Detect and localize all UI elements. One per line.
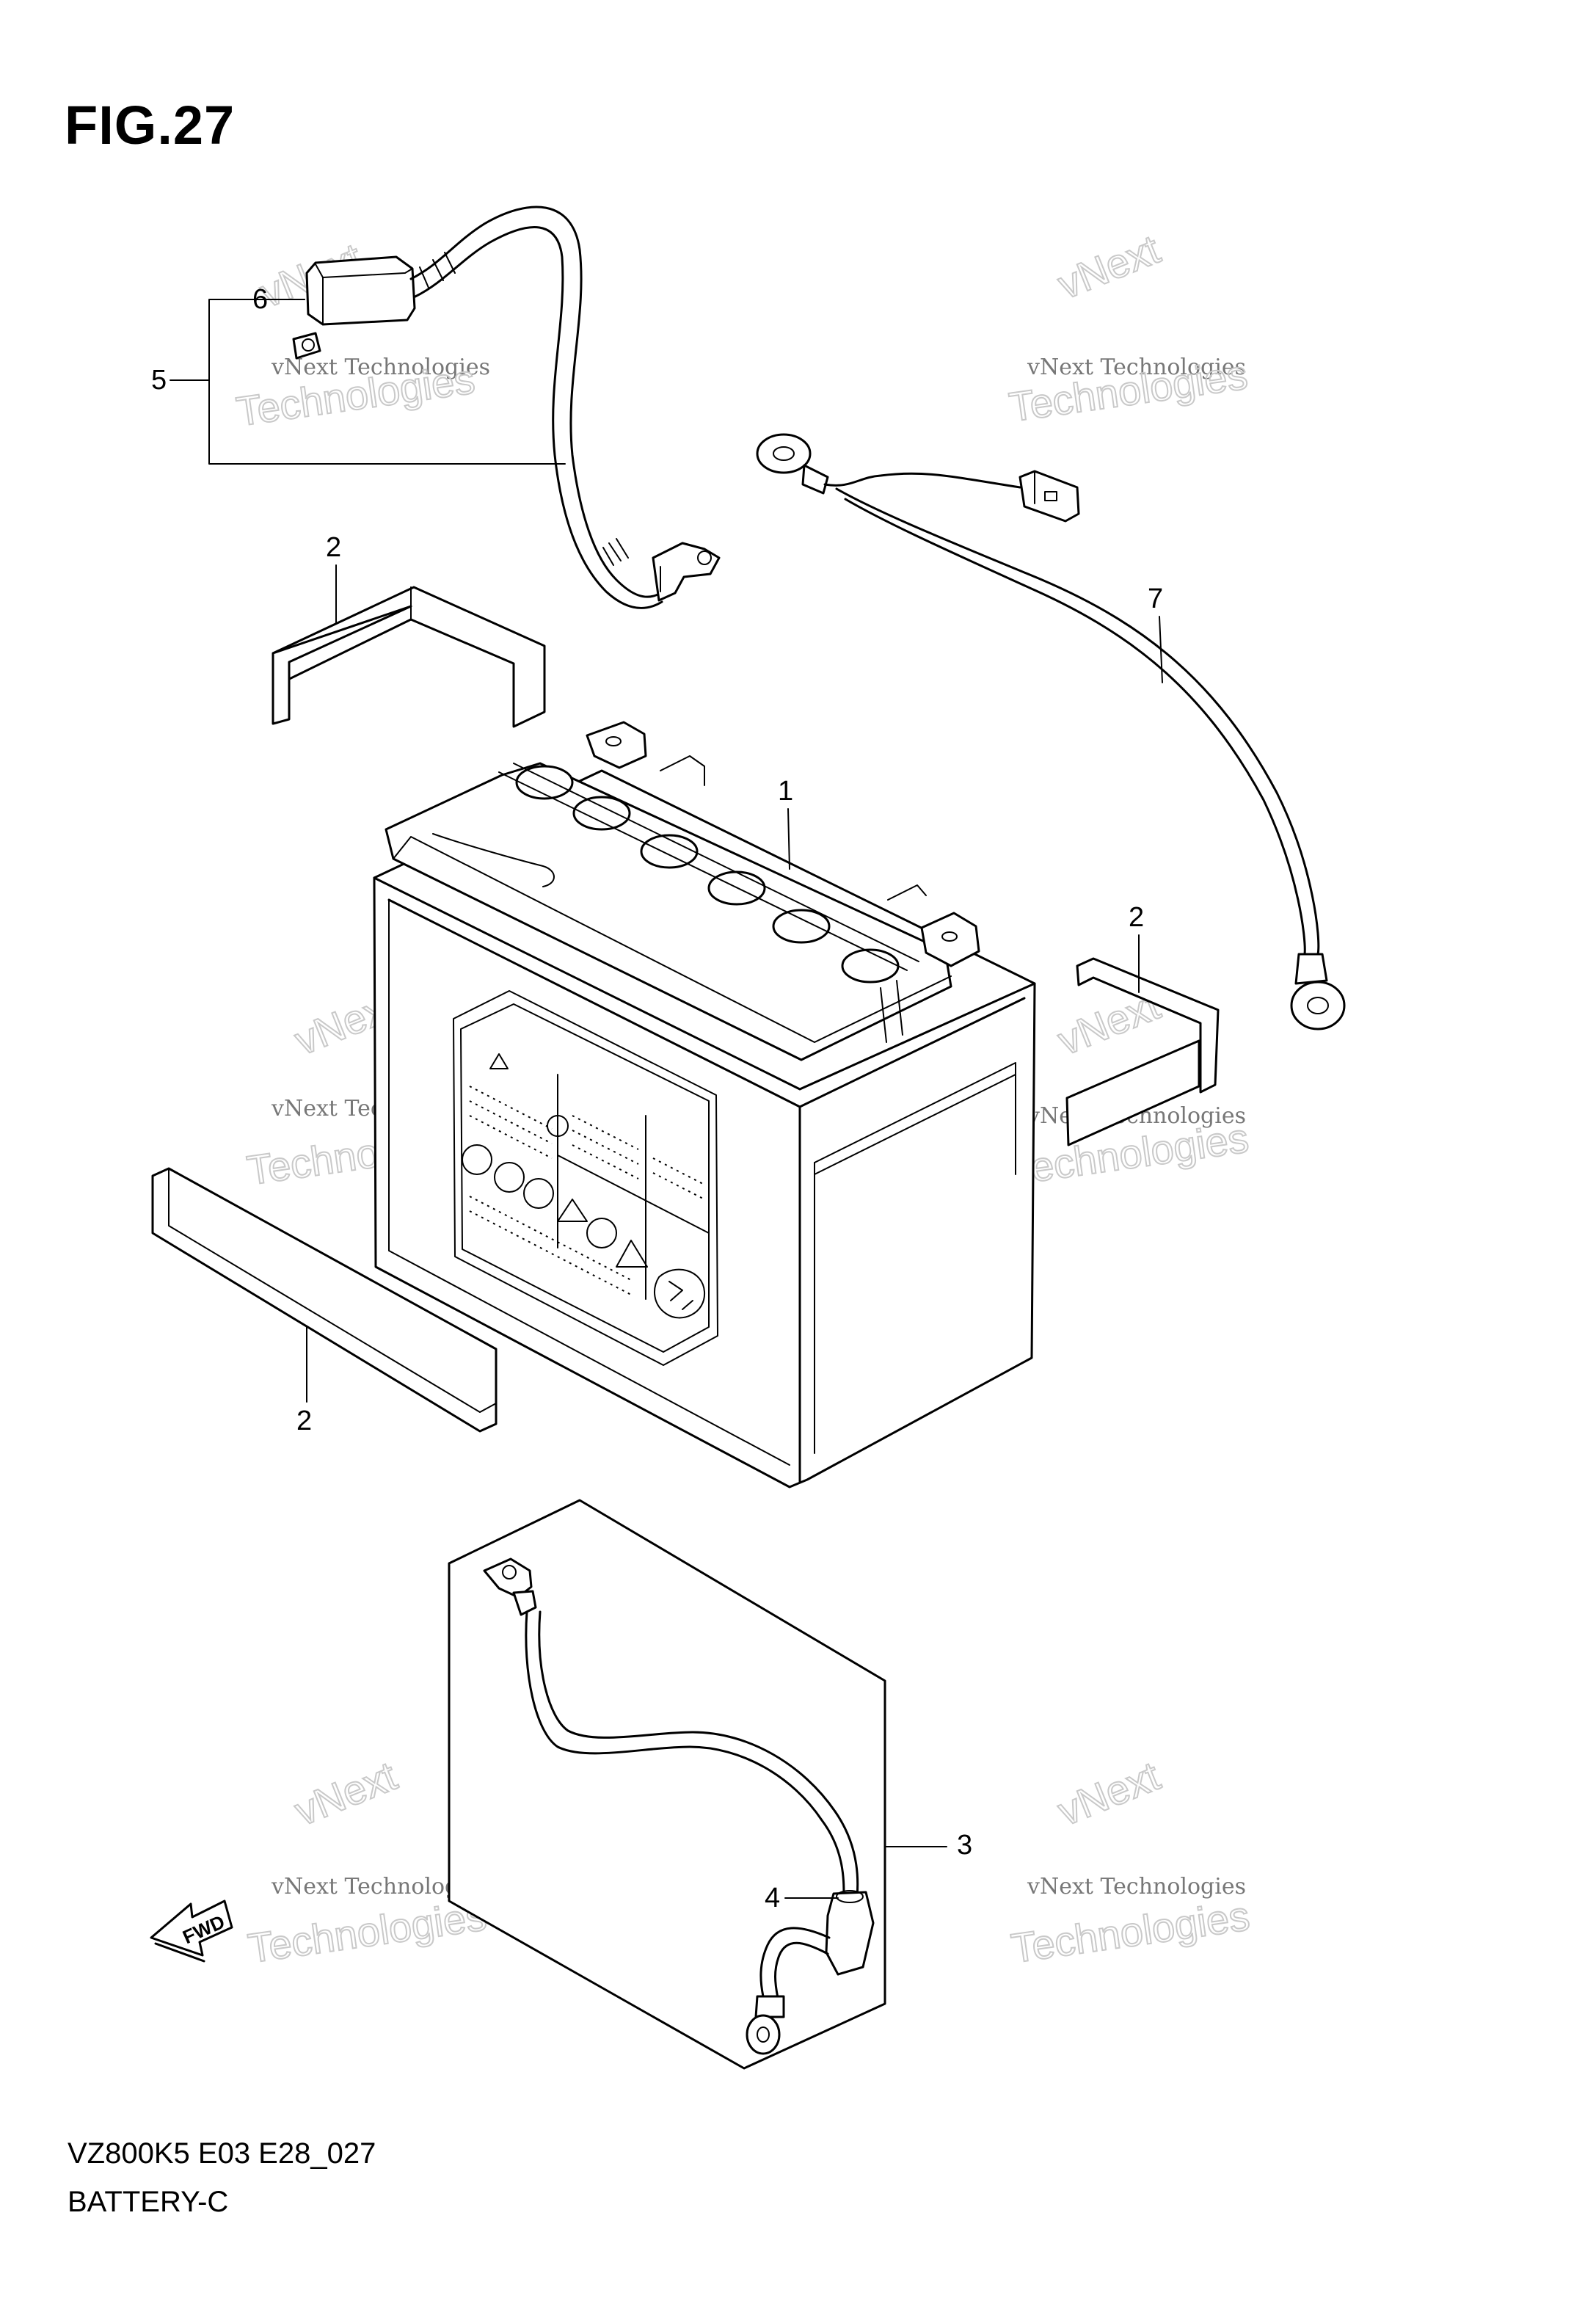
- fwd-arrow-icon: FWD: [150, 1900, 233, 1963]
- battery-box-with-cable[interactable]: 3 4: [448, 1499, 972, 2070]
- ground-lead-wire[interactable]: 7: [756, 433, 1346, 1030]
- watermark-line3: Technologies: [1008, 1892, 1252, 1971]
- callout-1: 1: [778, 776, 793, 807]
- callout-4: 4: [765, 1883, 780, 1913]
- battery-pad-top[interactable]: 2: [272, 532, 546, 728]
- battery-pad-left[interactable]: 2: [151, 1167, 498, 1436]
- watermark-bottom-right: vNext vNext Technologies Technologies: [1007, 1751, 1253, 1972]
- watermark-line2: vNext Technologies: [1027, 1874, 1246, 1900]
- battery[interactable]: 1: [373, 721, 1036, 1488]
- watermark-line1: vNext: [1052, 1752, 1167, 1834]
- watermark-line1: vNext: [288, 1752, 404, 1834]
- model-code: VZ800K5 E03 E28_027: [68, 2137, 376, 2170]
- callout-5: 5: [151, 365, 167, 396]
- callout-2c: 2: [296, 1406, 312, 1436]
- battery-warning-label: [453, 990, 718, 1366]
- callout-6: 6: [252, 284, 268, 315]
- watermark-line2: vNext Technologies: [1027, 355, 1246, 380]
- battery-pad-right[interactable]: 2: [1065, 902, 1220, 1146]
- starter-lead-wire[interactable]: 6 5: [151, 206, 721, 609]
- watermark-line2: vNext Technologies: [271, 355, 490, 380]
- callout-2b: 2: [1129, 902, 1144, 933]
- figure-title: FIG.27: [65, 95, 236, 156]
- diagram-name: BATTERY-C: [68, 2186, 229, 2218]
- callout-7: 7: [1148, 584, 1163, 614]
- callout-2a: 2: [326, 532, 341, 563]
- watermark-top-right: vNext vNext Technologies Technologies: [1005, 225, 1250, 431]
- watermark-line1: vNext: [1052, 225, 1167, 308]
- callout-3: 3: [957, 1830, 972, 1861]
